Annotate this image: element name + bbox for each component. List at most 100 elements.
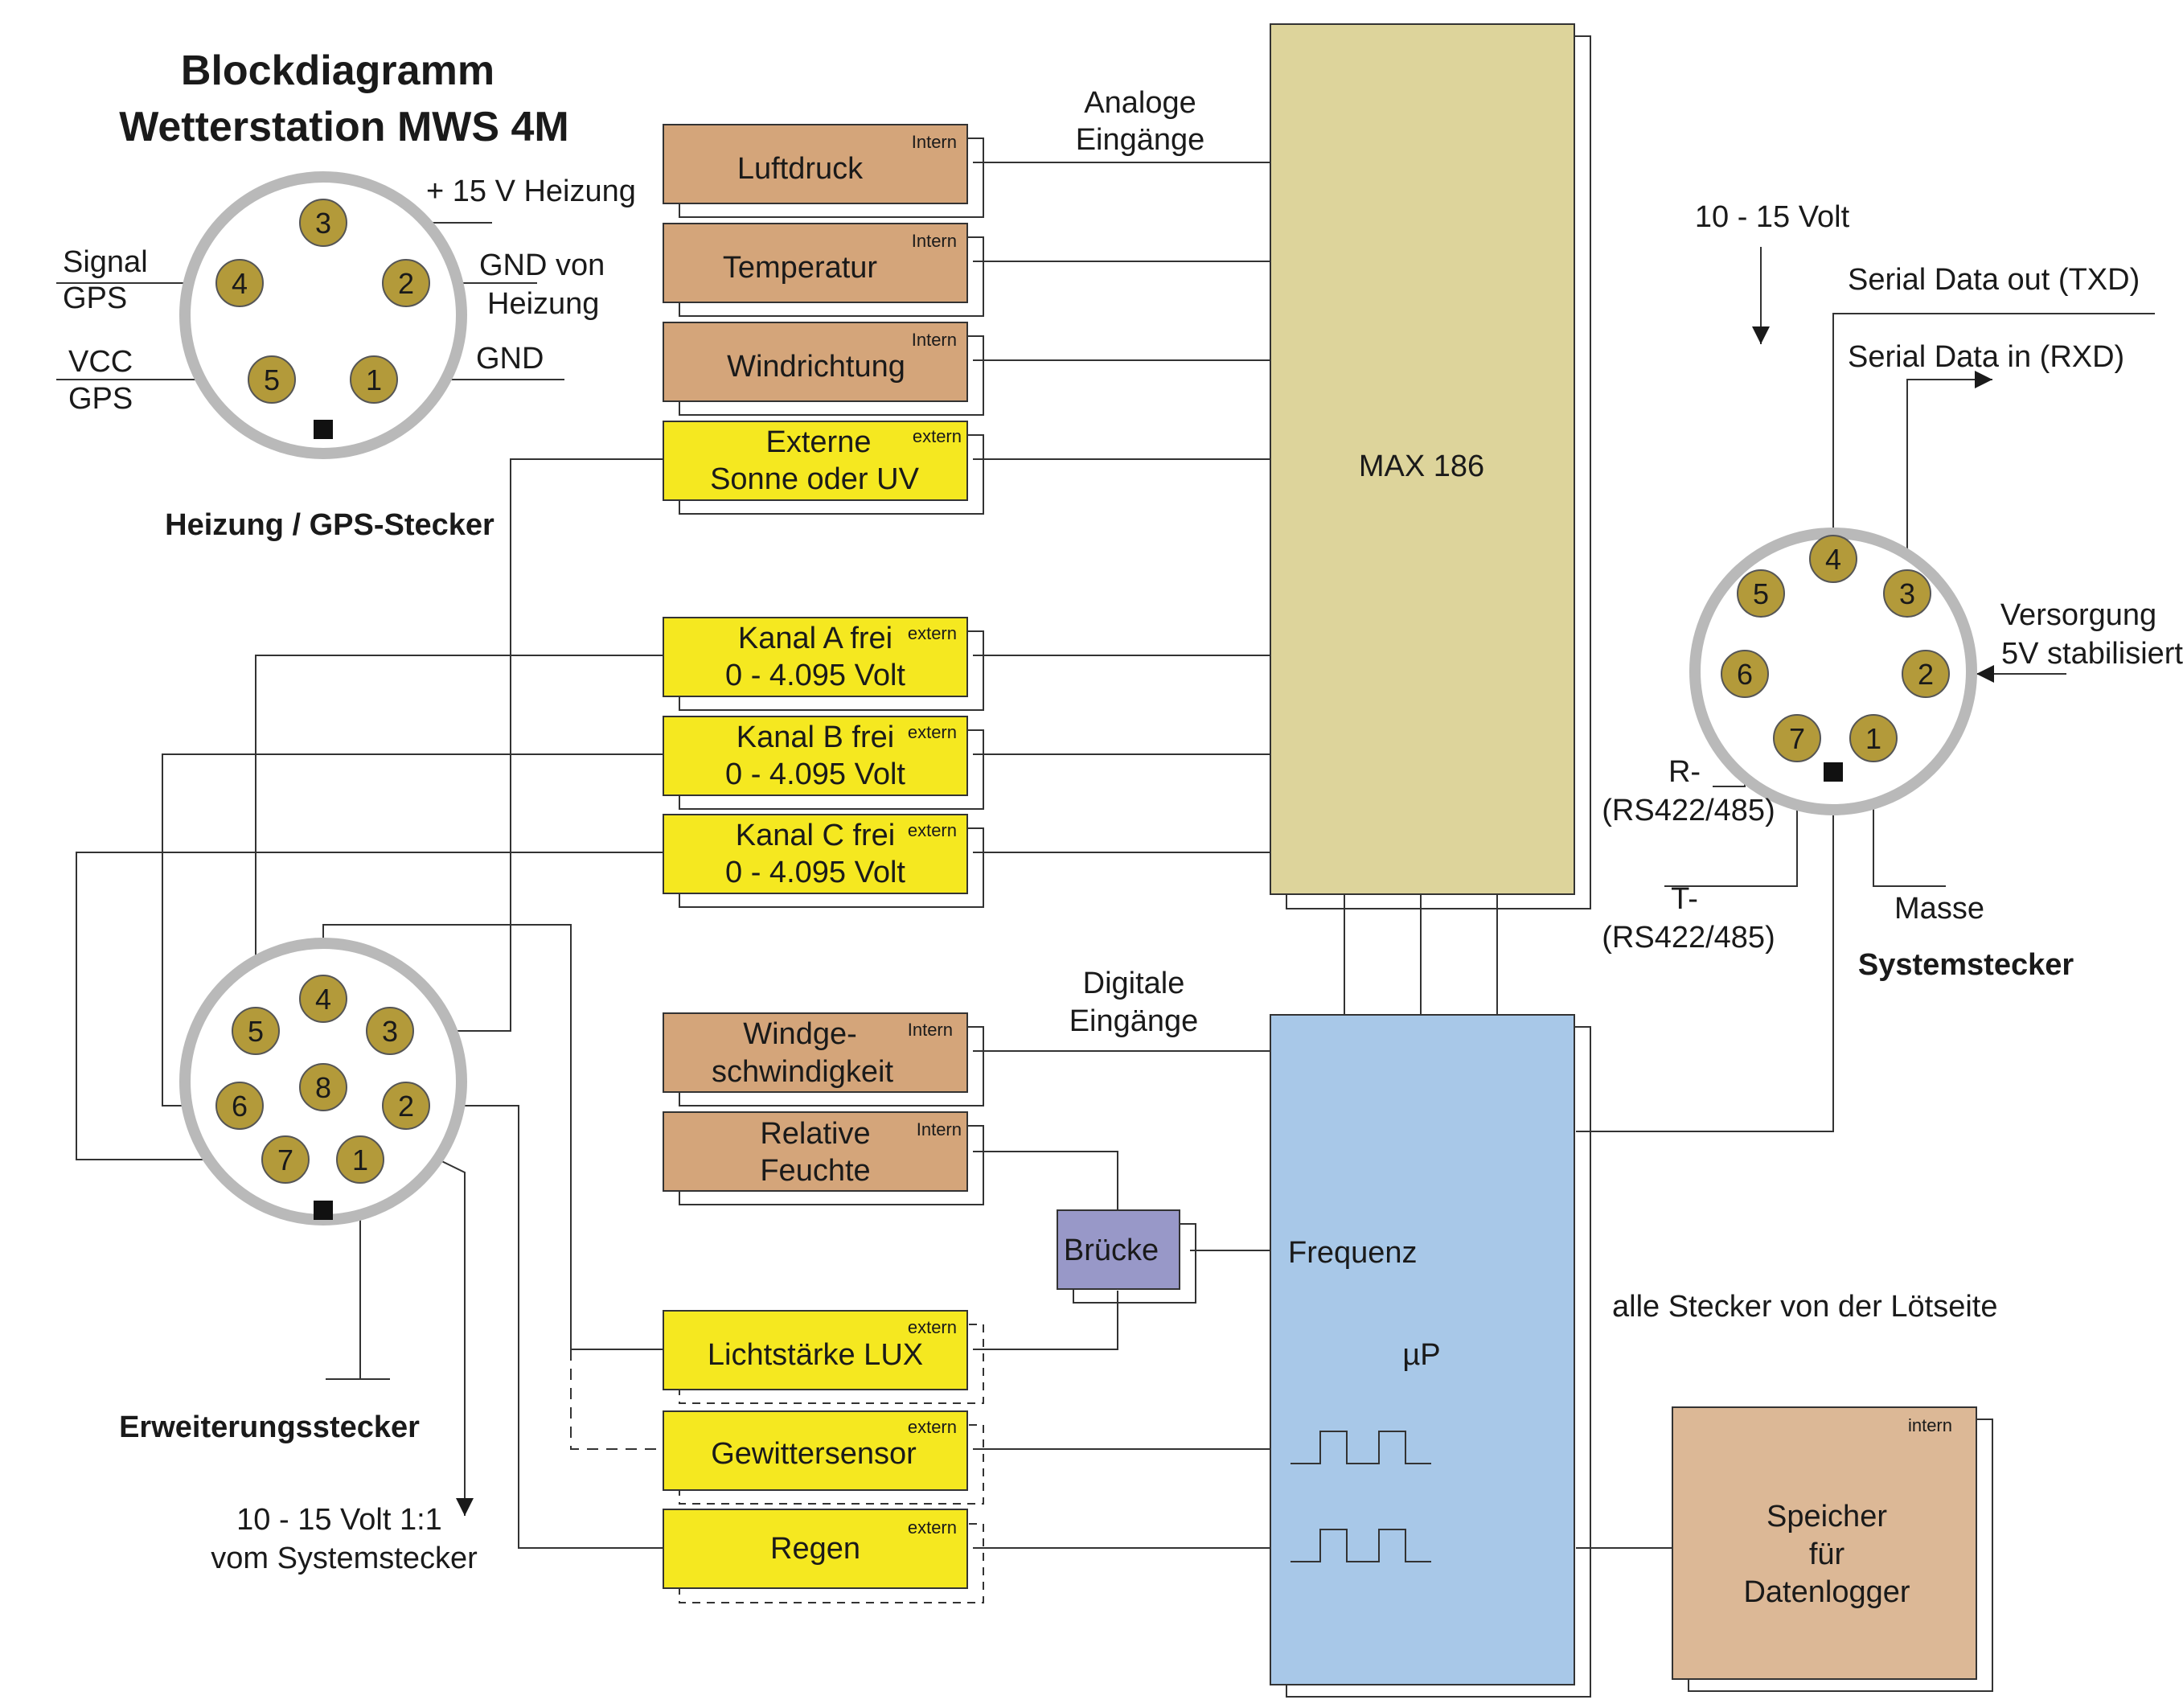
expansion-note-2: vom Systemstecker (211, 1542, 478, 1575)
analog-box-kanal-b-line2: 0 - 4.095 Volt (725, 758, 905, 791)
analog-box-kanal-a-line1: Kanal A frei (738, 622, 892, 655)
gps-label-vcc: VCC (68, 345, 133, 379)
expansion-connector-caption: Erweiterungsstecker (119, 1410, 420, 1444)
analog-box-sonne-uv-line1: Externe (766, 425, 872, 459)
analog-box-kanal-c-line2: 0 - 4.095 Volt (725, 856, 905, 889)
analog-box-kanal-c: extern Kanal C frei 0 - 4.095 Volt (663, 814, 984, 908)
up-label: µP (1402, 1338, 1440, 1372)
analog-heading-2: Eingänge (1076, 123, 1205, 157)
expansion-pin-1: 1 (336, 1135, 384, 1184)
gps-connector: 3 4 2 5 1 + 15 V Heizung Signal GPS GND … (63, 171, 636, 542)
expansion-pin-7: 7 (261, 1135, 310, 1184)
expansion-pin-5: 5 (232, 1007, 280, 1055)
analog-box-kanal-a: extern Kanal A frei 0 - 4.095 Volt (663, 617, 984, 711)
system-pin-3: 3 (1883, 569, 1931, 618)
digital-box-gewittersensor: extern Gewittersensor (663, 1410, 984, 1505)
svg-text:1: 1 (1865, 722, 1881, 755)
analog-box-luftdruck-label: Luftdruck (737, 152, 864, 186)
diagram-title: Blockdiagramm Wetterstation MWS 4M (119, 47, 569, 150)
analog-box-kanal-b-tag: extern (908, 722, 957, 742)
system-label-t: T- (1671, 882, 1698, 916)
svg-text:1: 1 (352, 1143, 368, 1176)
up-frequenz-label: Frequenz (1288, 1236, 1418, 1270)
gps-label-signal: Signal (63, 245, 148, 279)
analog-box-temperatur: Intern Temperatur (663, 223, 984, 317)
system-connector: 4 5 3 6 2 7 1 10 - 15 Volt Serial Data o… (1602, 200, 2183, 982)
analog-box-kanal-b-line1: Kanal B frei (737, 721, 894, 754)
gps-label-heizung: + 15 V Heizung (426, 174, 636, 208)
svg-text:3: 3 (1899, 577, 1915, 610)
gps-label-gnd-heizung: Heizung (487, 287, 599, 321)
speicher-block: intern Speicher für Datenlogger (1672, 1406, 1993, 1692)
soldering-side-note: alle Stecker von der Lötseite (1612, 1290, 1998, 1324)
svg-text:7: 7 (1789, 722, 1805, 755)
system-pin-2: 2 (1902, 650, 1950, 698)
gps-label-signal-gps: GPS (63, 281, 127, 315)
expansion-connector-key (314, 1201, 333, 1220)
system-label-r-rs422: (RS422/485) (1602, 794, 1775, 827)
speicher-line1: Speicher (1767, 1500, 1887, 1534)
system-label-rxd: Serial Data in (RXD) (1848, 340, 2124, 374)
analog-box-kanal-a-tag: extern (908, 623, 957, 643)
gps-pin-2: 2 (382, 259, 430, 307)
max186-label: MAX 186 (1359, 450, 1484, 483)
digital-box-windgeschwindigkeit-tag: Intern (908, 1020, 953, 1040)
analog-box-kanal-a-line2: 0 - 4.095 Volt (725, 659, 905, 692)
digital-box-gewittersensor-label: Gewittersensor (711, 1437, 917, 1471)
svg-text:2: 2 (398, 267, 414, 300)
svg-text:3: 3 (315, 207, 331, 240)
system-pin-5: 5 (1737, 569, 1785, 618)
expansion-pin-4: 4 (299, 975, 347, 1023)
digital-box-regen-label: Regen (770, 1532, 860, 1566)
digital-box-lichtstaerke-tag: extern (908, 1317, 957, 1337)
expansion-connector: 4 5 3 8 6 2 7 1 Erweiterungsstecker 10 -… (119, 938, 478, 1575)
digital-box-relative-feuchte: Intern Relative Feuchte (663, 1111, 984, 1205)
svg-text:6: 6 (1737, 658, 1753, 691)
system-pin-6: 6 (1721, 650, 1769, 698)
analog-box-windrichtung-tag: Intern (912, 330, 957, 350)
gps-pin-5: 5 (248, 355, 296, 404)
digital-heading-1: Digitale (1083, 967, 1185, 1000)
bruecke-label: Brücke (1064, 1234, 1159, 1267)
svg-text:3: 3 (382, 1015, 398, 1048)
analog-heading-1: Analoge (1084, 86, 1196, 120)
speicher-line3: Datenlogger (1743, 1575, 1910, 1609)
system-pin-7: 7 (1773, 714, 1821, 762)
analog-box-kanal-b: extern Kanal B frei 0 - 4.095 Volt (663, 716, 984, 810)
analog-box-luftdruck-tag: Intern (912, 132, 957, 152)
svg-text:5: 5 (248, 1015, 264, 1048)
system-label-r: R- (1668, 755, 1701, 789)
svg-text:5: 5 (1753, 577, 1769, 610)
analog-box-temperatur-tag: Intern (912, 231, 957, 251)
system-connector-caption: Systemstecker (1858, 948, 2074, 982)
gps-pin-4: 4 (215, 259, 264, 307)
analog-box-luftdruck: Intern Luftdruck (663, 124, 984, 218)
analog-box-sonne-uv-tag: extern (913, 426, 962, 446)
bruecke-block: Brücke (1057, 1209, 1196, 1304)
gps-connector-key (314, 420, 333, 439)
system-label-supply: 10 - 15 Volt (1695, 200, 1850, 234)
system-label-txd: Serial Data out (TXD) (1848, 263, 2140, 297)
svg-text:4: 4 (232, 267, 248, 300)
pulse-train-1 (1291, 1431, 1431, 1464)
analog-box-sonne-uv: extern Externe Sonne oder UV (663, 421, 984, 515)
svg-text:4: 4 (315, 983, 331, 1016)
svg-text:6: 6 (232, 1090, 248, 1123)
pulse-train-2 (1291, 1529, 1431, 1562)
max186-block: MAX 186 (1270, 23, 1591, 909)
gps-label-gnd: GND (476, 342, 544, 376)
svg-text:5: 5 (264, 363, 280, 396)
analog-box-windrichtung: Intern Windrichtung (663, 322, 984, 416)
speicher-tag: intern (1908, 1415, 1952, 1435)
digital-box-windgeschwindigkeit-line2: schwindigkeit (712, 1055, 893, 1089)
analog-box-sonne-uv-line2: Sonne oder UV (710, 462, 919, 496)
digital-box-relative-feuchte-tag: Intern (917, 1119, 962, 1139)
digital-box-gewittersensor-tag: extern (908, 1417, 957, 1437)
digital-box-regen: extern Regen (663, 1509, 984, 1603)
gps-pin-1: 1 (350, 355, 398, 404)
digital-box-lichtstaerke-label: Lichtstärke LUX (708, 1338, 923, 1372)
system-label-versorgung: Versorgung (2000, 598, 2156, 632)
system-pin-1: 1 (1849, 714, 1898, 762)
analog-box-kanal-c-tag: extern (908, 820, 957, 840)
digital-box-windgeschwindigkeit: Intern Windge- schwindigkeit (663, 1012, 984, 1107)
